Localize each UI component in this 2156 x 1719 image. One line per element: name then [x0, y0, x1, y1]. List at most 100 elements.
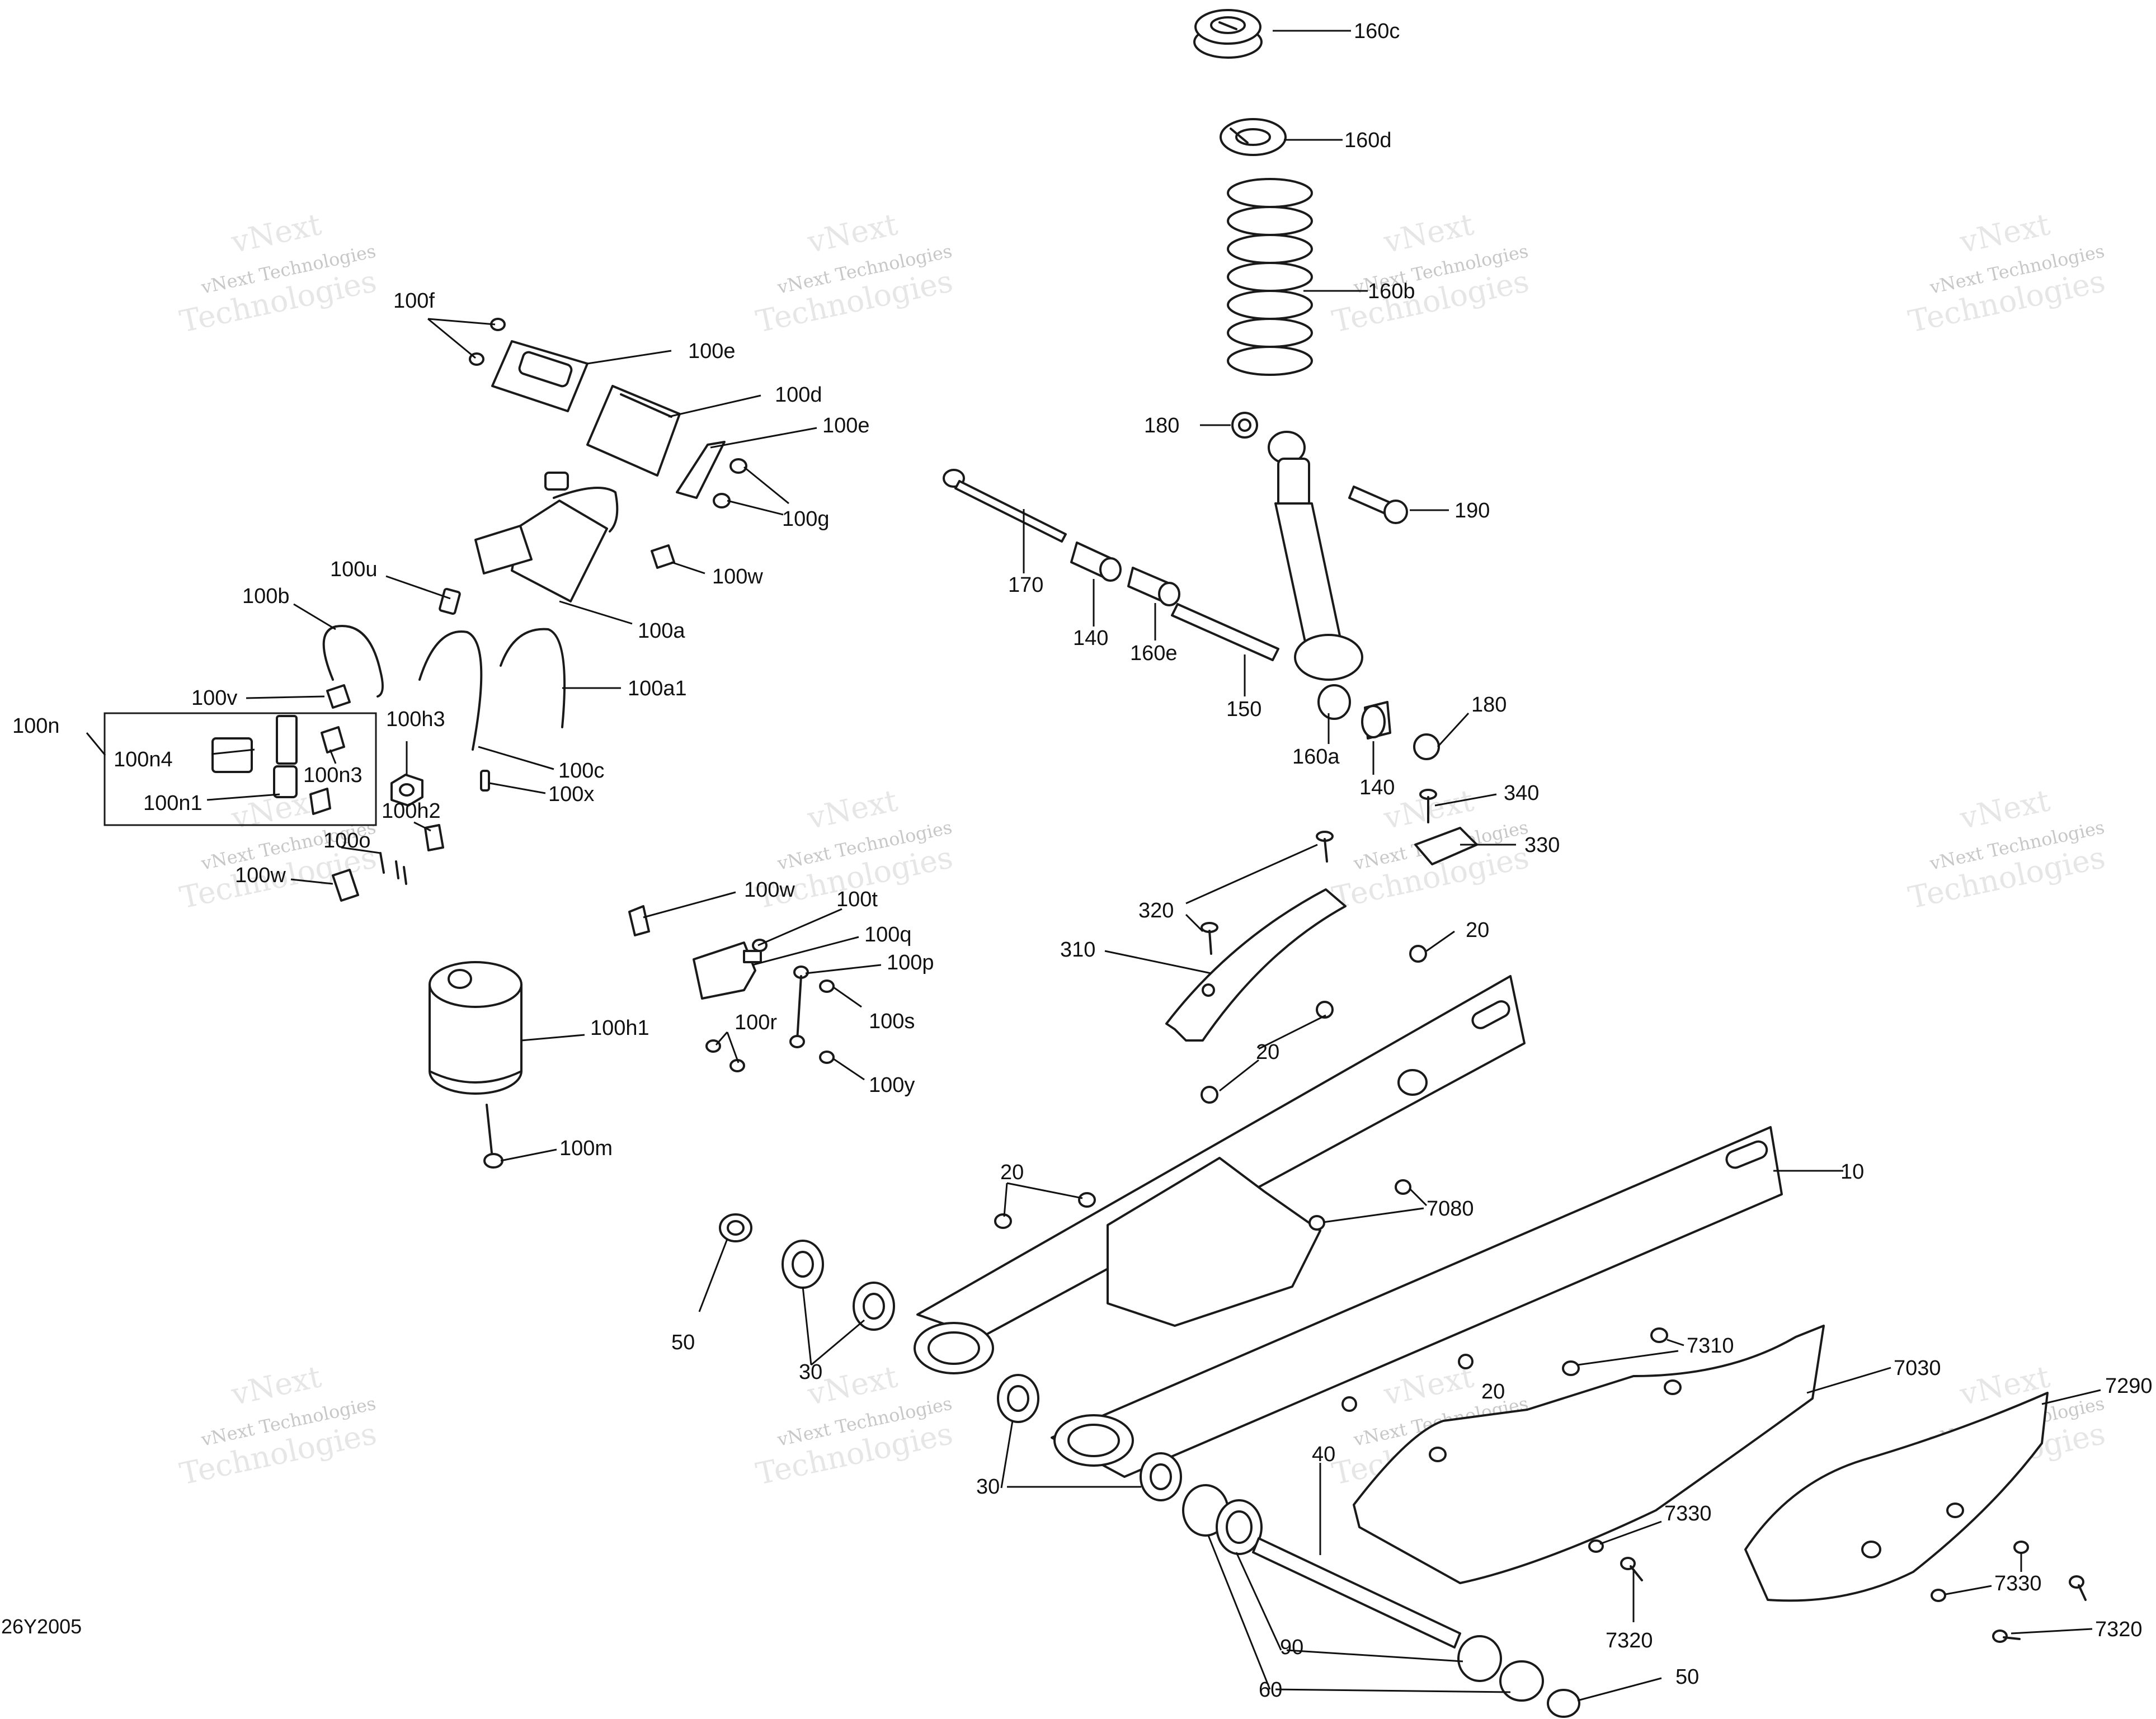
watermark: vNext vNext Technologies Technologies	[177, 1359, 380, 1492]
bolt-100y	[819, 1051, 835, 1064]
callout-180: 180	[1471, 693, 1507, 717]
hose-100c	[418, 630, 483, 751]
nut-7080-b	[1308, 1215, 1325, 1231]
cover-7290	[1744, 1392, 2049, 1602]
bracket-100e-side	[676, 441, 726, 499]
bolt-20-e	[994, 1213, 1012, 1229]
callout-160d: 160d	[1344, 129, 1392, 152]
svg-text:vNext: vNext	[1956, 206, 2053, 260]
callout-labels: 160c 160d 160b 180 190 170 140 160e 150 …	[12, 20, 2153, 1702]
hose-100a1	[500, 628, 566, 728]
bearing-30-a	[782, 1240, 824, 1289]
housing-100d	[586, 385, 681, 477]
callout-7310: 7310	[1687, 1334, 1734, 1358]
nut-7080-a	[1395, 1179, 1411, 1195]
callout-7080: 7080	[1427, 1197, 1474, 1221]
axle-40	[1252, 1537, 1461, 1649]
bushing-60-b	[1499, 1660, 1544, 1702]
callout-7030: 7030	[1894, 1357, 1941, 1380]
swing-arm-10	[914, 975, 1783, 1478]
callout-100h3: 100h3	[386, 708, 445, 731]
bearing-30-c	[997, 1374, 1039, 1423]
seal-90-b	[1457, 1635, 1502, 1682]
shock-absorber-160a	[1268, 431, 1363, 720]
callout-100q: 100q	[864, 923, 912, 946]
bolt-320-lower	[1201, 922, 1218, 955]
callout-100d: 100d	[775, 383, 822, 407]
callout-100t: 100t	[836, 888, 878, 911]
nut-50-top	[719, 1213, 752, 1242]
bolt-7320-b	[2069, 1575, 2087, 1601]
canister-100h1	[429, 961, 522, 1095]
spacer-160e	[1127, 567, 1180, 606]
hose-100b	[322, 625, 384, 698]
callout-100b: 100b	[242, 585, 290, 608]
nut-180-bottom	[1413, 733, 1440, 760]
callout-100e: 100e	[822, 414, 870, 437]
washer-7330-a	[1588, 1539, 1604, 1553]
bracket-100e-top	[491, 340, 589, 412]
watermark: vNext vNext Technologies Technologies	[753, 206, 956, 340]
bolt-7320-a	[1620, 1557, 1643, 1581]
callout-100o: 100o	[323, 829, 371, 853]
callout-100a1: 100a1	[628, 677, 687, 700]
callout-10: 10	[1840, 1160, 1864, 1184]
bolt-7320-c	[1992, 1629, 2021, 1643]
bolt-190	[1348, 486, 1408, 524]
fitting-100h2	[424, 824, 444, 851]
bolt-340	[1419, 789, 1437, 823]
callout-100x: 100x	[548, 783, 594, 806]
callout-7330: 7330	[1994, 1572, 2042, 1595]
callout-90: 90	[1280, 1636, 1303, 1659]
callout-40: 40	[1312, 1443, 1335, 1466]
watermark: vNext vNext Technologies Technologies	[1329, 206, 1532, 340]
callout-190: 190	[1454, 499, 1490, 522]
diagram-reference: 26Y2005	[1, 1615, 82, 1638]
callout-100n4: 100n4	[114, 748, 173, 771]
bushing-140-left	[1070, 541, 1122, 582]
callout-7290: 7290	[2105, 1374, 2153, 1398]
callout-100u: 100u	[330, 558, 378, 581]
callout-320: 320	[1138, 899, 1174, 922]
bolt-100g-a	[729, 458, 747, 474]
bolt-170	[943, 469, 1067, 543]
nut-50-bottom	[1547, 1689, 1580, 1718]
callout-7320: 7320	[2095, 1618, 2143, 1641]
callout-60: 60	[1259, 1678, 1282, 1702]
callout-100s: 100s	[869, 1010, 915, 1033]
callout-7330: 7330	[1664, 1502, 1712, 1525]
guide-310	[1165, 888, 1347, 1042]
callout-100n3: 100n3	[303, 764, 363, 787]
link-100p	[789, 966, 809, 1048]
watermark: vNext vNext Technologies Technologies	[177, 206, 380, 340]
sensor-100q	[693, 941, 762, 1000]
spring-retainer-160c	[1193, 9, 1263, 59]
svg-text:vNext: vNext	[1380, 206, 1477, 260]
bolt-100s	[819, 979, 835, 993]
callout-100w: 100w	[712, 565, 763, 588]
fitting-100v	[326, 684, 351, 709]
callout-100v: 100v	[191, 686, 237, 710]
sleeve-150	[1171, 603, 1279, 661]
svg-text:vNext: vNext	[1956, 783, 2053, 836]
bolt-20-c	[1201, 1086, 1218, 1104]
bearing-30-d	[1140, 1452, 1182, 1501]
actuator-motor-100a	[474, 472, 619, 602]
clip-100x	[480, 770, 490, 792]
callout-100h1: 100h1	[590, 1016, 649, 1040]
callout-160a: 160a	[1292, 745, 1340, 769]
nut-100h3	[390, 774, 423, 807]
callout-100g: 100g	[782, 507, 830, 531]
connector-100w-top	[651, 544, 675, 569]
pins-100o	[379, 852, 407, 885]
callout-100p: 100p	[887, 951, 934, 974]
callout-100r: 100r	[735, 1011, 777, 1034]
nut-20-f	[1458, 1354, 1474, 1369]
nut-20-g	[1341, 1396, 1357, 1412]
callout-180: 180	[1144, 414, 1179, 437]
washer-7330-c	[1931, 1589, 1946, 1602]
callout-30: 30	[976, 1475, 1000, 1499]
callout-140: 140	[1073, 627, 1108, 650]
svg-text:vNext: vNext	[228, 206, 324, 260]
